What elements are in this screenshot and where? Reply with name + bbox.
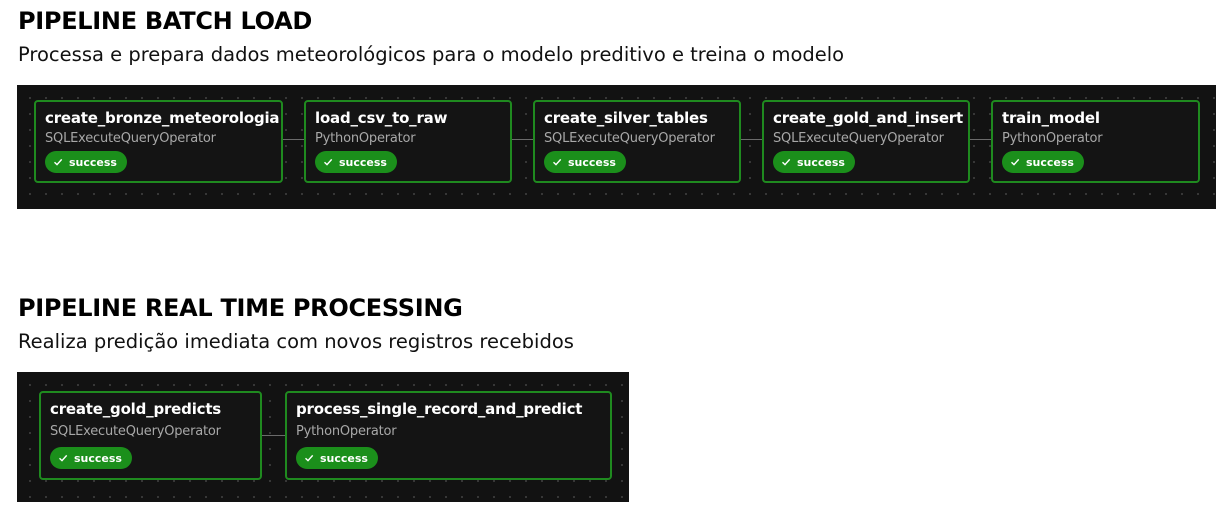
status-label: success — [339, 155, 387, 169]
task-operator: SQLExecuteQueryOperator — [544, 131, 715, 146]
check-icon — [781, 157, 791, 167]
edge-1 — [281, 139, 305, 140]
status-label: success — [74, 451, 122, 465]
status-badge: success — [773, 151, 855, 173]
realtime-pipeline-graph[interactable]: create_gold_predicts SQLExecuteQueryOper… — [17, 372, 629, 502]
status-label: success — [797, 155, 845, 169]
status-badge: success — [544, 151, 626, 173]
task-name: process_single_record_and_predict — [296, 400, 583, 418]
task-node-create-silver-tables[interactable]: create_silver_tables SQLExecuteQueryOper… — [533, 100, 741, 183]
status-label: success — [1026, 155, 1074, 169]
task-operator: PythonOperator — [315, 131, 416, 146]
status-label: success — [320, 451, 368, 465]
status-badge: success — [1002, 151, 1084, 173]
task-operator: SQLExecuteQueryOperator — [50, 424, 221, 439]
task-name: train_model — [1002, 109, 1100, 127]
realtime-pipeline-description: Realiza predição imediata com novos regi… — [18, 330, 574, 353]
task-node-load-csv-to-raw[interactable]: load_csv_to_raw PythonOperator success — [304, 100, 512, 183]
task-operator: SQLExecuteQueryOperator — [773, 131, 944, 146]
check-icon — [304, 453, 314, 463]
realtime-pipeline-title: PIPELINE REAL TIME PROCESSING — [18, 294, 463, 322]
task-name: load_csv_to_raw — [315, 109, 448, 127]
edge-1 — [260, 435, 286, 436]
task-node-create-gold-predicts[interactable]: create_gold_predicts SQLExecuteQueryOper… — [39, 391, 262, 480]
task-name: create_gold_and_insert — [773, 109, 963, 127]
status-label: success — [568, 155, 616, 169]
task-name: create_gold_predicts — [50, 400, 222, 418]
status-badge: success — [315, 151, 397, 173]
task-node-create-gold-and-insert[interactable]: create_gold_and_insert SQLExecuteQueryOp… — [762, 100, 970, 183]
task-operator: SQLExecuteQueryOperator — [45, 131, 216, 146]
edge-2 — [510, 139, 534, 140]
task-node-train-model[interactable]: train_model PythonOperator success — [991, 100, 1200, 183]
check-icon — [323, 157, 333, 167]
batch-pipeline-graph[interactable]: create_bronze_meteorologia SQLExecuteQue… — [17, 85, 1216, 209]
status-label: success — [69, 155, 117, 169]
check-icon — [53, 157, 63, 167]
batch-pipeline-title: PIPELINE BATCH LOAD — [18, 7, 312, 35]
task-operator: PythonOperator — [296, 424, 397, 439]
edge-3 — [739, 139, 763, 140]
task-node-process-single-record-and-predict[interactable]: process_single_record_and_predict Python… — [285, 391, 612, 480]
status-badge: success — [50, 447, 132, 469]
batch-pipeline-description: Processa e prepara dados meteorológicos … — [18, 43, 845, 66]
status-badge: success — [45, 151, 127, 173]
edge-4 — [968, 139, 992, 140]
task-operator: PythonOperator — [1002, 131, 1103, 146]
task-node-create-bronze-meteorologia[interactable]: create_bronze_meteorologia SQLExecuteQue… — [34, 100, 283, 183]
check-icon — [1010, 157, 1020, 167]
task-name: create_bronze_meteorologia — [45, 109, 280, 127]
task-name: create_silver_tables — [544, 109, 708, 127]
check-icon — [58, 453, 68, 463]
status-badge: success — [296, 447, 378, 469]
check-icon — [552, 157, 562, 167]
